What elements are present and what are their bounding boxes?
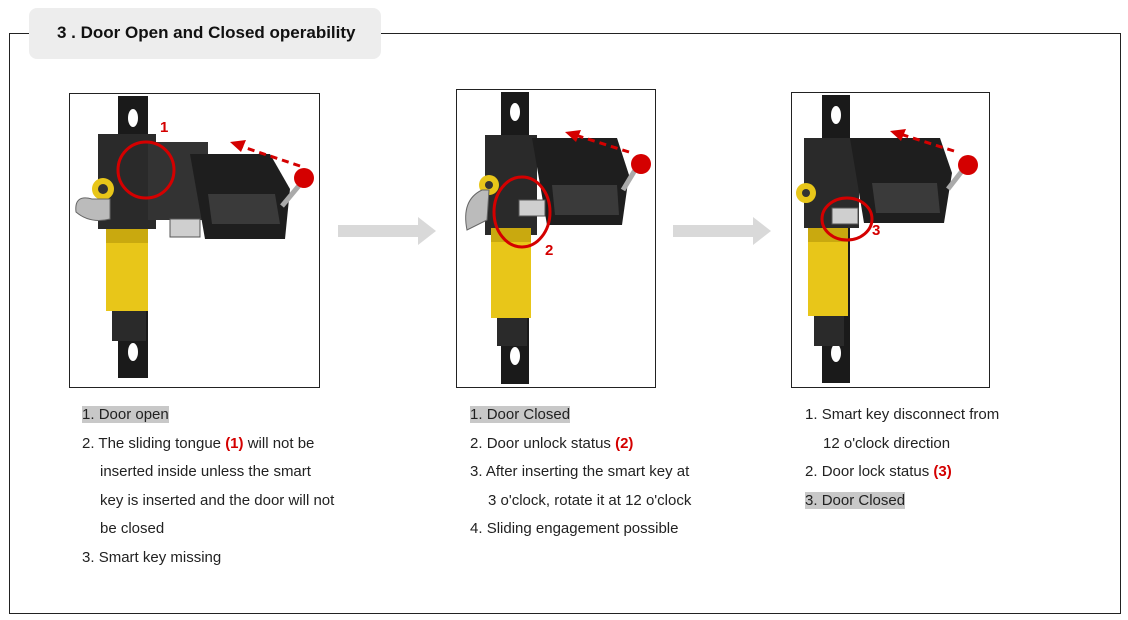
list-item: 12 o'clock direction: [823, 434, 951, 452]
list-item: 3. Smart key missing: [82, 548, 222, 566]
callout-1: 1: [160, 119, 168, 136]
list-item: 3. After inserting the smart key at: [470, 463, 690, 480]
list-item: be closed: [100, 520, 165, 537]
list-item: 1. Smart key disconnect from: [805, 406, 1000, 423]
list-item: 2. The sliding tongue (1) will not be: [82, 434, 315, 452]
list-item: key is inserted and the door will not: [100, 491, 335, 509]
list-item: 4. Sliding engagement possible: [470, 520, 679, 537]
illustration-door-unlock: 2: [456, 89, 656, 388]
list-item: inserted inside unless the smart: [100, 463, 311, 480]
illustration-door-open: 1: [69, 93, 320, 388]
section-title: 3 . Door Open and Closed operability: [29, 8, 381, 59]
step-list-door-unlock: 1. Door Closed 2. Door unlock status (2)…: [470, 401, 691, 544]
step-list-door-lock: 1. Smart key disconnect from 12 o'clock …: [805, 401, 999, 515]
illustration-door-lock: 3: [791, 92, 990, 388]
callout-2: 2: [545, 242, 553, 259]
list-item: 2. Door lock status (3): [805, 463, 952, 480]
list-item: 2. Door unlock status (2): [470, 434, 634, 452]
list-item: 3. Door Closed: [805, 491, 906, 509]
list-item: 1. Door open: [82, 406, 169, 423]
callout-3: 3: [872, 222, 880, 239]
section-frame: [9, 33, 1121, 614]
step-arrow-1: [338, 217, 436, 245]
list-item: 1. Door Closed: [470, 406, 571, 423]
step-list-door-open: 1. Door open 2. The sliding tongue (1) w…: [82, 401, 334, 572]
step-arrow-2: [673, 217, 771, 245]
list-item: 3 o'clock, rotate it at 12 o'clock: [488, 491, 692, 509]
